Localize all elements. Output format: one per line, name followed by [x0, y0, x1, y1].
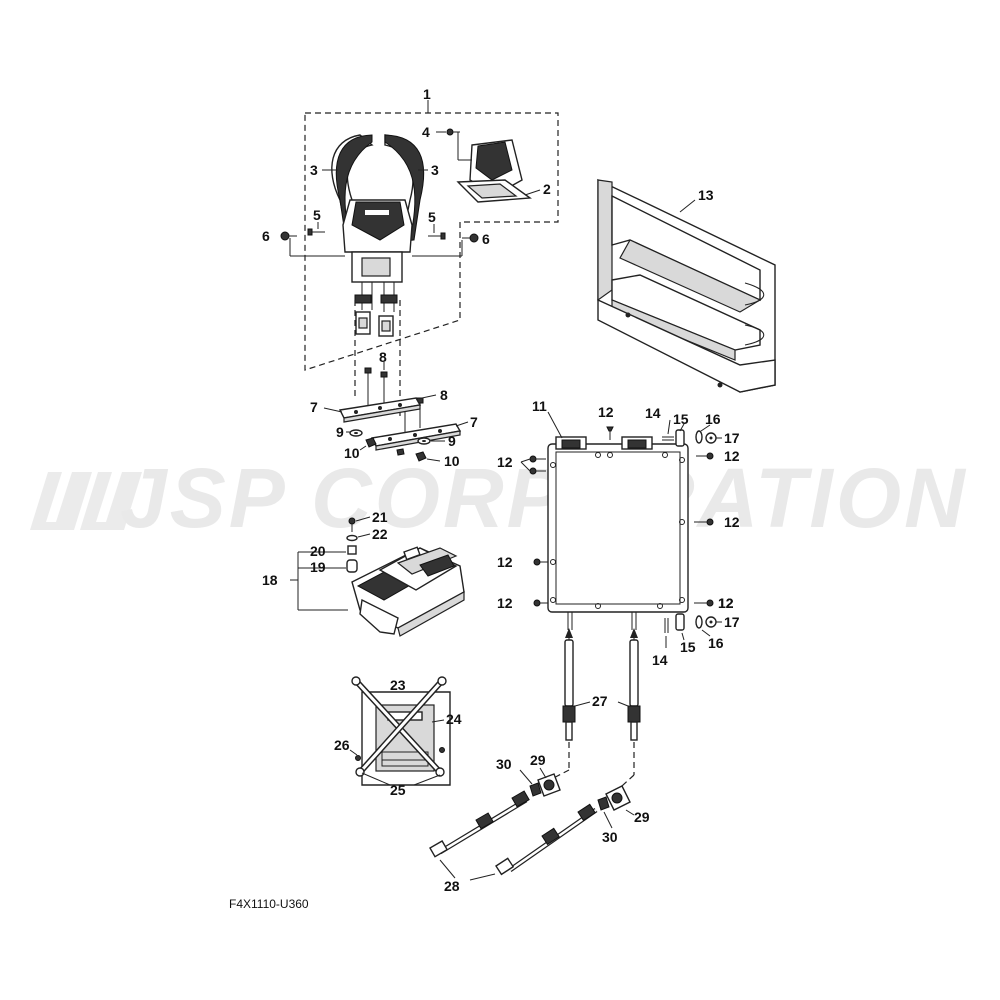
callout-8-right: 8	[440, 387, 448, 403]
strap-23-b	[355, 676, 447, 777]
watermark-logo	[30, 472, 142, 530]
top-cover	[456, 139, 532, 203]
group-1-boundary	[304, 112, 559, 371]
callout-18: 18	[262, 572, 278, 588]
bolt-8-left	[364, 367, 372, 405]
collar-20	[347, 545, 357, 555]
callout-2: 2	[543, 181, 551, 197]
cable-28-left	[429, 790, 530, 858]
callout-26: 26	[334, 737, 350, 753]
callout-8-top: 8	[379, 349, 387, 365]
callout-16-bottom: 16	[708, 635, 724, 651]
washer-9-left	[349, 429, 363, 437]
screw-12-left-1	[529, 455, 546, 475]
callout-12-right-1: 12	[724, 448, 740, 464]
callout-12-right-2: 12	[724, 514, 740, 530]
callout-27: 27	[592, 693, 608, 709]
callout-30-left: 30	[496, 756, 512, 772]
connector-29-left	[537, 773, 561, 797]
callout-4: 4	[422, 124, 430, 140]
callout-3-right: 3	[431, 162, 439, 178]
bolt-8-mid	[380, 371, 388, 405]
callout-25: 25	[390, 782, 406, 798]
callout-9-right: 9	[448, 433, 456, 449]
mounting-plate-7-lower	[370, 423, 462, 451]
callout-30-right: 30	[602, 829, 618, 845]
callout-12-right-3: 12	[718, 595, 734, 611]
callout-7-right: 7	[470, 414, 478, 430]
callout-20: 20	[310, 543, 326, 559]
nut-30-right	[597, 796, 610, 811]
grommet-19	[346, 559, 358, 573]
connector-29-right	[605, 785, 631, 811]
callout-12-left-2: 12	[497, 554, 513, 570]
washer-22	[346, 534, 358, 542]
callout-28: 28	[444, 878, 460, 894]
callout-14-bottom: 14	[652, 652, 668, 668]
screw-6-right	[462, 233, 479, 243]
control-box-body	[342, 199, 413, 283]
callout-5-right: 5	[428, 209, 436, 225]
screw-5-right	[428, 232, 446, 240]
callout-1: 1	[423, 86, 431, 102]
callout-15-bottom: 15	[680, 639, 696, 655]
screw-12-top	[606, 426, 614, 440]
screw-12-right-2	[694, 518, 714, 526]
callout-17-bottom: 17	[724, 614, 740, 630]
cable-28-right	[495, 803, 598, 876]
callout-3-left: 3	[310, 162, 318, 178]
bracket-13	[597, 178, 776, 393]
callout-17-top: 17	[724, 430, 740, 446]
cable-27-left	[562, 628, 576, 741]
callout-10-left: 10	[344, 445, 360, 461]
nut-10-small	[396, 448, 405, 456]
callout-29-left: 29	[530, 752, 546, 768]
nut-10-right	[415, 451, 427, 462]
callout-14-top: 14	[645, 405, 661, 421]
control-box-harness	[354, 282, 398, 337]
callout-6-left: 6	[262, 228, 270, 244]
callout-29-right: 29	[634, 809, 650, 825]
mounting-plate-7-upper	[338, 397, 422, 423]
screw-5-left	[307, 228, 325, 236]
callout-9-left: 9	[336, 424, 344, 440]
nut-30-left	[529, 782, 542, 797]
callout-6-right: 6	[482, 231, 490, 247]
screw-6-left	[280, 231, 297, 241]
callout-21: 21	[372, 509, 388, 525]
callout-16-top: 16	[705, 411, 721, 427]
callout-5-left: 5	[313, 207, 321, 223]
grommet-set-bottom	[664, 613, 717, 633]
nut-10-left	[365, 437, 377, 448]
callout-12-right-4: 12	[718, 595, 734, 611]
screw-4	[446, 128, 460, 136]
figure-code: F4X1110-U360	[229, 897, 309, 911]
callout-19: 19	[310, 559, 326, 575]
callout-24: 24	[446, 711, 462, 727]
screw-21	[348, 517, 356, 532]
screw-12-left-2	[533, 558, 548, 566]
callout-12-left-3: 12	[497, 595, 513, 611]
screw-26-b	[439, 747, 445, 753]
callout-12-left-1: 12	[497, 454, 513, 470]
watermark-text: JSP CORPORATION	[120, 451, 968, 545]
callout-12-top: 12	[598, 404, 614, 420]
control-unit-18	[351, 546, 465, 637]
callout-13: 13	[698, 187, 714, 203]
callout-7-left: 7	[310, 399, 318, 415]
callout-10-right: 10	[444, 453, 460, 469]
screw-12-right-1	[696, 452, 714, 460]
callout-23: 23	[390, 677, 406, 693]
ecu-box-11	[547, 436, 689, 630]
callout-15-top: 15	[673, 411, 689, 427]
callout-22: 22	[372, 526, 388, 542]
callout-11: 11	[532, 398, 547, 414]
washer-9-right	[417, 437, 431, 445]
cable-27-right	[627, 628, 641, 741]
screw-12-left-3	[533, 599, 548, 607]
screw-26-a	[355, 755, 361, 761]
